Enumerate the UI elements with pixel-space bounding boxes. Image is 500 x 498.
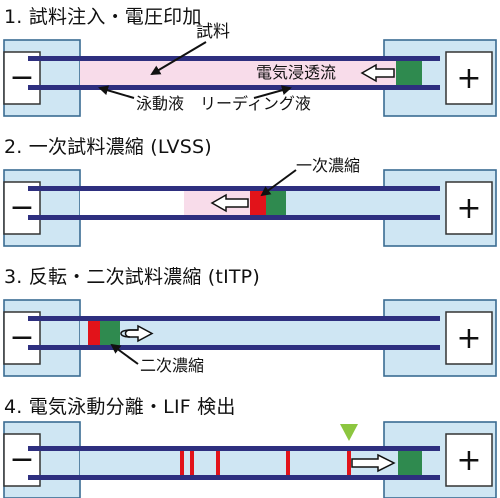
sample-label: 試料: [196, 22, 230, 42]
separated-band-5: [347, 451, 351, 475]
migration-arrow: [210, 193, 249, 213]
buffer-labels: 泳動液 リーディング液: [136, 94, 311, 113]
capillary-bottom-wall: [28, 345, 440, 350]
green-band: [398, 451, 422, 475]
capillary-bottom-wall: [28, 475, 440, 480]
green-band: [266, 191, 286, 215]
capillary-bottom-wall: [28, 85, 440, 90]
eof-label: 電気浸透流: [256, 63, 336, 82]
capillary-bottom-wall: [28, 215, 440, 220]
green-band: [396, 61, 422, 85]
step-2-title: 2. 一次試料濃縮 (LVSS): [4, 136, 212, 158]
step-3-diagram: − + 二次濃縮: [3, 299, 497, 377]
secondary-concentration-label: 二次濃縮: [140, 356, 204, 375]
separated-band-2: [190, 451, 194, 475]
positive-electrode-label: +: [456, 321, 481, 356]
positive-electrode-label: +: [456, 443, 481, 478]
step-3-title: 3. 反転・二次試料濃縮 (tITP): [4, 266, 260, 288]
step-4-title: 4. 電気泳動分離・LIF 検出: [4, 396, 236, 418]
capillary-sample-fill: [80, 60, 396, 86]
separated-band-3: [216, 451, 220, 475]
step-1-diagram: − + 試料 電気浸透流 泳動液 リーディング液: [3, 22, 497, 117]
green-band: [100, 321, 120, 345]
step-2-diagram: − + 一次濃縮: [3, 156, 497, 247]
capillary-top-wall: [28, 186, 440, 191]
capillary-top-wall: [28, 316, 440, 321]
migration-arrow: [351, 453, 396, 473]
red-band: [250, 191, 266, 215]
step-4-diagram: − +: [3, 421, 497, 498]
detector-triangle-icon: [340, 424, 358, 441]
capillary-top-wall: [28, 446, 440, 451]
positive-electrode-label: +: [456, 61, 481, 96]
capillary-top-wall: [28, 56, 440, 61]
eof-arrow: [360, 63, 395, 83]
step-1-title: 1. 試料注入・電圧印加: [4, 6, 202, 28]
red-band: [88, 321, 100, 345]
separated-band-1: [180, 451, 184, 475]
separated-band-4: [286, 451, 290, 475]
positive-electrode-label: +: [456, 191, 481, 226]
primary-concentration-label: 一次濃縮: [296, 156, 360, 175]
